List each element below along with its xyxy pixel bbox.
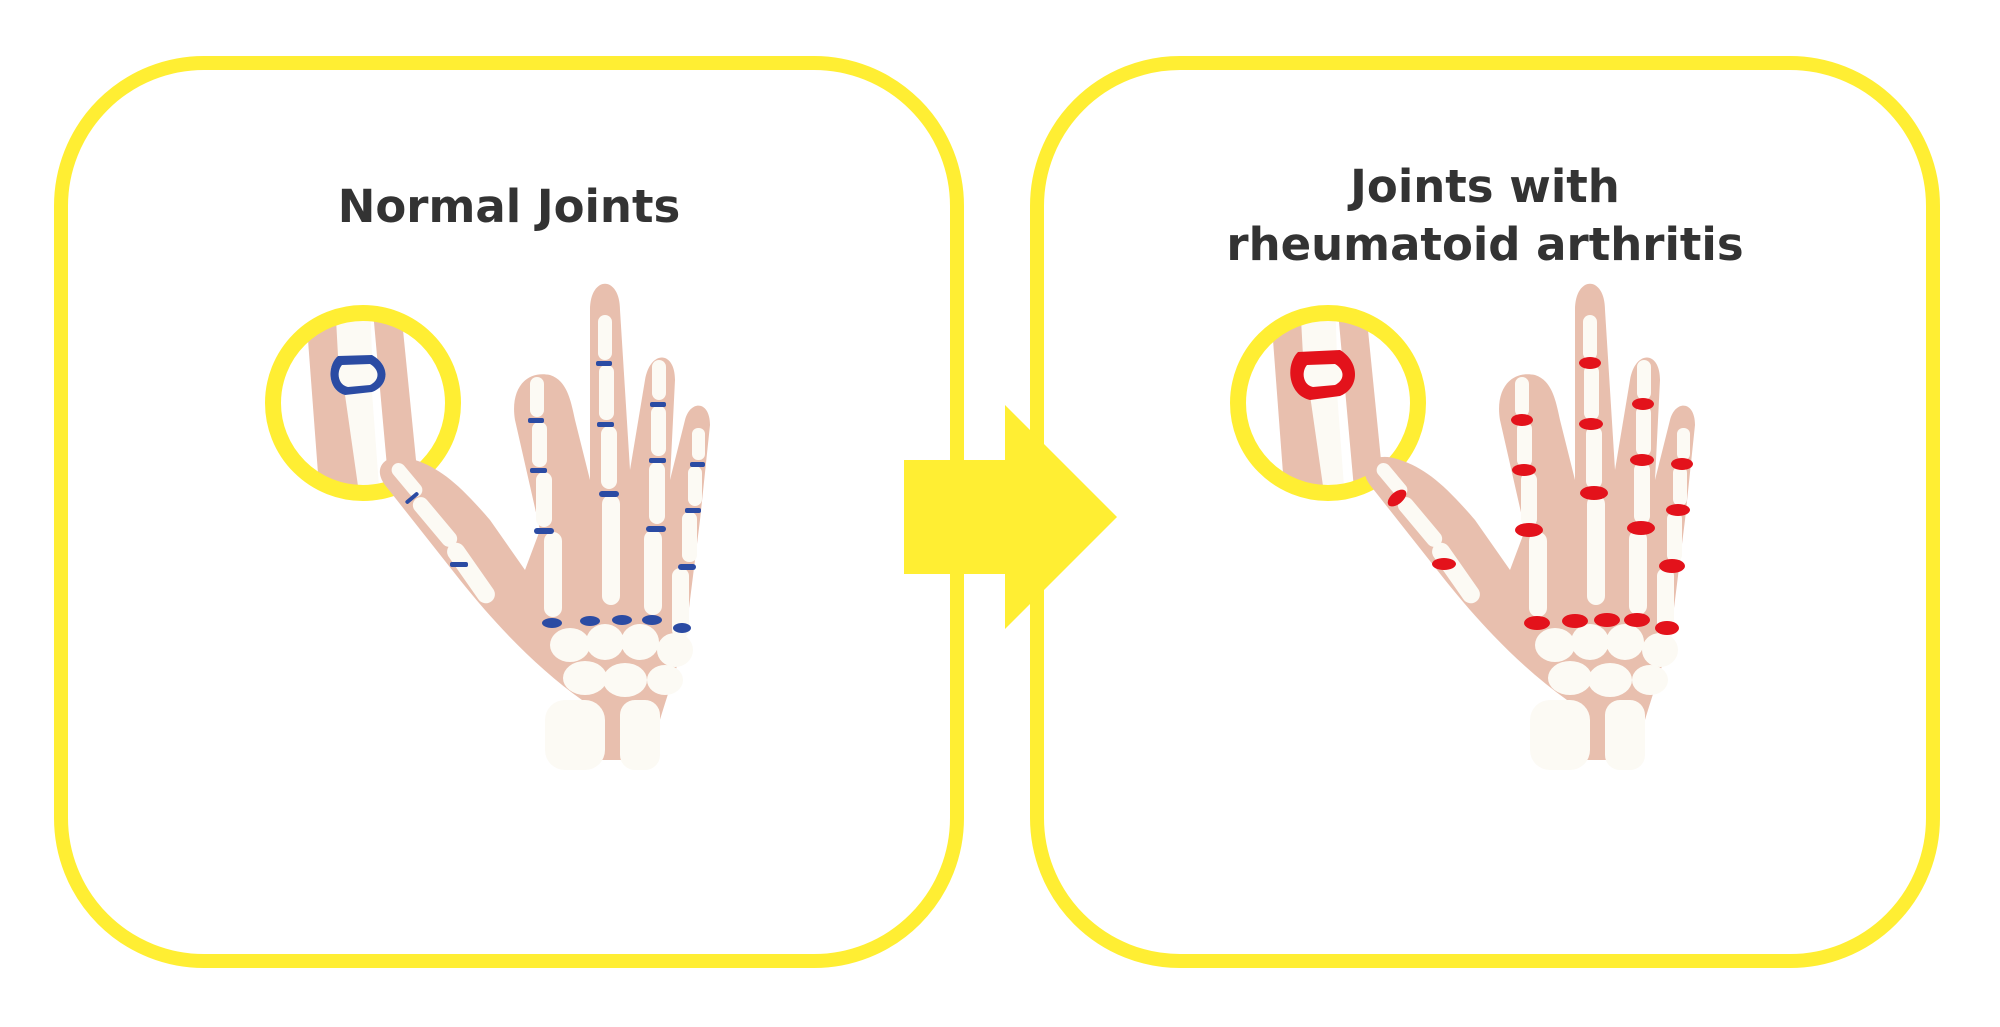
ra-joints-panel: Joints with rheumatoid arthritis [1030,56,1940,968]
normal-joints-panel: Normal Joints [54,56,964,968]
ra-title-line-2: rheumatoid arthritis [1226,218,1744,271]
ra-joint-markers [1387,357,1693,635]
ra-hand-illustration [1364,283,1695,770]
normal-hand-illustration [379,283,711,770]
normal-joint-magnifier [265,305,461,501]
ra-joints-title: Joints with rheumatoid arthritis [1044,158,1926,274]
normal-joints-title: Normal Joints [337,180,681,233]
arrow-right-icon [904,405,1117,629]
normal-joint-markers [405,361,705,633]
ra-title-line-1: Joints with [1350,160,1620,213]
ra-joint-magnifier [1230,305,1426,501]
